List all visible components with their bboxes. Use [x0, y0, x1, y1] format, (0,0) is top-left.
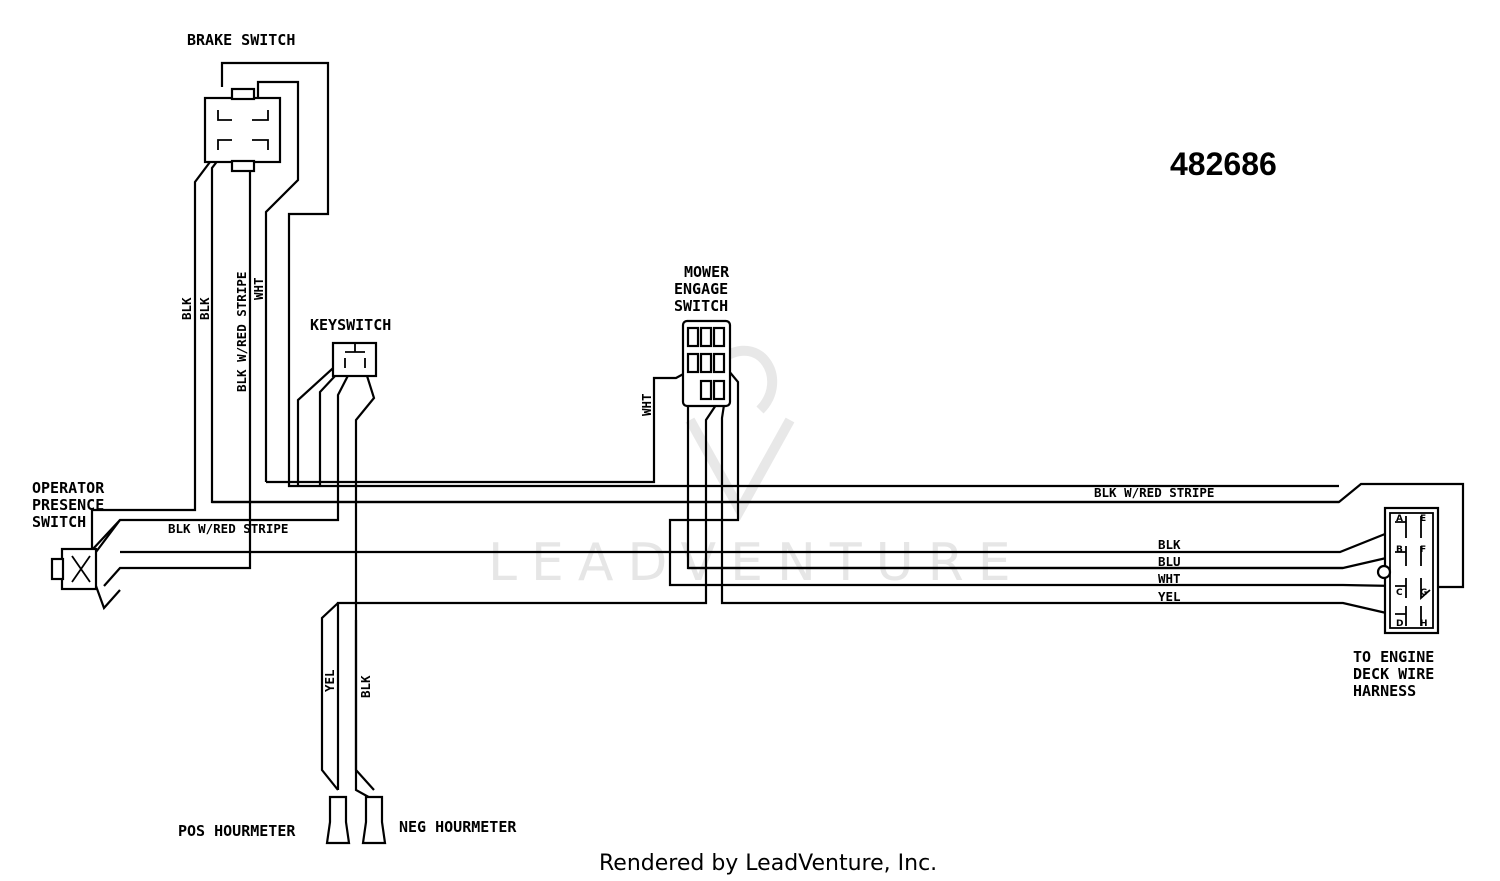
wire-label-blk-red-long: BLK W/RED STRIPE [1094, 485, 1214, 500]
wire-label-blk-red-left: BLK W/RED STRIPE [168, 521, 288, 536]
engine-deck-label-3: HARNESS [1353, 682, 1416, 700]
brake-switch [203, 87, 282, 173]
wire-key-3 [91, 359, 357, 551]
harness-pin-f: F [1420, 545, 1426, 555]
harness-pin-g: G [1420, 588, 1427, 598]
wire-key-4 [354, 359, 376, 801]
wire-label-blk-red-vertical: BLK W/RED STRIPE [234, 272, 249, 392]
wire-label-hour-yel: YEL [322, 669, 337, 692]
harness-pin-c: C [1396, 588, 1403, 598]
wire-brake-blk-1 [90, 141, 226, 550]
wire-label-wht-mower: WHT [639, 393, 654, 416]
harness-pin-b: B [1396, 545, 1403, 555]
wire-mower-5 [668, 369, 1396, 588]
mower-engage-label-1: MOWER [684, 263, 730, 281]
keyswitch-label: KEYSWITCH [310, 316, 391, 334]
operator-presence-label-1: OPERATOR [32, 479, 105, 497]
wire-label-blk-2: BLK [197, 297, 212, 320]
wire-label-harness-yel: YEL [1158, 589, 1181, 604]
wire-mower-wht [266, 364, 701, 484]
wire-hour-yel [320, 602, 339, 791]
wire-hour-blk [354, 620, 375, 791]
engine-deck-label-2: DECK WIRE [1353, 665, 1434, 683]
pos-hourmeter-label: POS HOURMETER [178, 822, 296, 840]
operator-presence-label-3: SWITCH [32, 513, 86, 531]
wire-label-blk-1: BLK [179, 297, 194, 320]
wire-blk-red-long [212, 482, 1465, 589]
part-number: 482686 [1170, 146, 1277, 182]
neg-hourmeter-terminal [361, 795, 387, 845]
operator-presence-label-2: PRESENCE [32, 496, 104, 514]
wire-brake-wht [256, 80, 300, 482]
engine-deck-harness-connector [1376, 506, 1440, 635]
harness-pin-h: H [1420, 619, 1428, 629]
wire-label-wht-brake: WHT [251, 277, 266, 300]
mower-engage-label-3: SWITCH [674, 297, 728, 315]
engine-deck-label-1: TO ENGINE [1353, 648, 1434, 666]
wire-key-1 [296, 359, 343, 486]
watermark-text: LEADVENTURE [488, 533, 1025, 593]
harness-pin-d: D [1396, 619, 1403, 629]
harness-pin-e: E [1420, 514, 1426, 524]
footer-credit: Rendered by LeadVenture, Inc. [599, 851, 937, 876]
wire-brake-loop [220, 61, 1339, 488]
wire-mower-3 [336, 404, 717, 790]
wire-label-hour-blk: BLK [358, 675, 373, 698]
operator-presence-switch [50, 519, 121, 611]
mower-engage-switch [681, 319, 732, 408]
wire-label-harness-blu: BLU [1158, 554, 1181, 569]
keyswitch [331, 341, 378, 378]
neg-hourmeter-label: NEG HOURMETER [399, 818, 517, 836]
wire-label-harness-wht: WHT [1158, 571, 1181, 586]
wire-label-harness-blk: BLK [1158, 537, 1181, 552]
pos-hourmeter-terminal [325, 795, 351, 845]
wires [90, 61, 1465, 801]
mower-engage-label-2: ENGAGE [674, 280, 728, 298]
brake-switch-label: BRAKE SWITCH [187, 31, 295, 49]
harness-pin-a: A [1396, 514, 1403, 524]
wire-harness-blk [120, 528, 1396, 554]
wire-mower-4 [720, 404, 1396, 617]
